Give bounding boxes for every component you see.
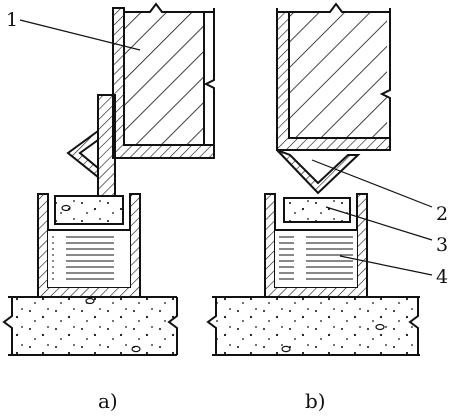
panel-label-a: a): [98, 389, 118, 413]
water-cup-b: [264, 193, 368, 298]
float-block-b: [283, 197, 351, 223]
v-bracket-a: [66, 129, 99, 180]
panel-label-b: b): [305, 389, 326, 413]
concrete-base-b: [206, 296, 420, 356]
v-bracket-b: [276, 149, 361, 195]
callout-4: 4: [436, 266, 448, 288]
callout-3: 3: [436, 234, 448, 256]
panel-b: 2 3 4 b): [206, 2, 448, 413]
water-cup-a: [37, 193, 141, 298]
concrete-base-a: [2, 296, 178, 356]
structure-b: [276, 2, 391, 195]
callout-2: 2: [436, 203, 448, 225]
structure-a: [112, 2, 215, 159]
callout-1: 1: [6, 9, 18, 31]
panel-a: 1 a): [2, 2, 215, 413]
